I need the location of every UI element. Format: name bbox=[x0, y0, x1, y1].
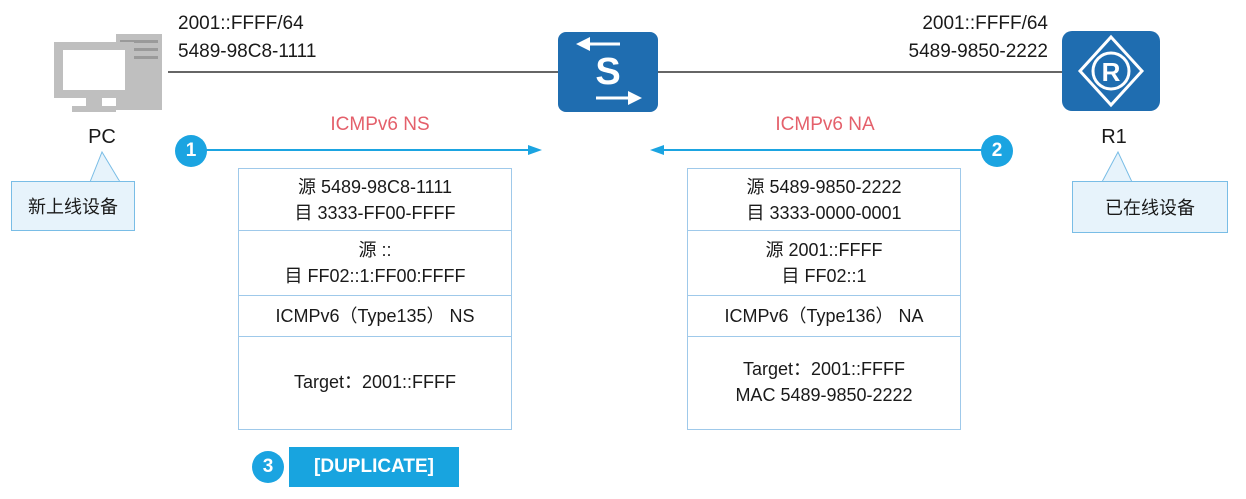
na-l3-dst: 目 FF02::1 bbox=[781, 266, 867, 286]
switch-glyph: S bbox=[595, 51, 620, 93]
na-arrow bbox=[650, 145, 983, 155]
na-l2-dst: 目 3333-0000-0001 bbox=[746, 202, 902, 223]
router-icon: R bbox=[1062, 31, 1160, 111]
na-icmp-header: ICMPv6（Type136） NA bbox=[688, 296, 960, 337]
router-glyph: R bbox=[1102, 57, 1121, 87]
na-mac: MAC 5489-9850-2222 bbox=[735, 385, 913, 405]
step-3-badge: 3 bbox=[252, 451, 284, 483]
ns-ethernet-header: 源 5489-98C8-1111 目 3333-FF00-FFFF bbox=[239, 169, 511, 231]
ns-l3-src: 源 :: bbox=[358, 240, 392, 260]
ns-packet: 源 5489-98C8-1111 目 3333-FF00-FFFF 源 :: 目… bbox=[238, 168, 512, 430]
ns-l2-dst: 目 3333-FF00-FFFF bbox=[294, 202, 456, 223]
pc-callout-pointer bbox=[89, 150, 121, 184]
pc-ipv6: 2001::FFFF/64 bbox=[178, 13, 304, 34]
ns-arrow bbox=[205, 145, 542, 155]
r1-address: 2001::FFFF/64 5489-9850-2222 bbox=[868, 10, 1048, 66]
step-2-badge: 2 bbox=[981, 135, 1013, 167]
r1-label: R1 bbox=[1101, 126, 1127, 148]
ns-l3-dst: 目 FF02::1:FF00:FFFF bbox=[284, 266, 466, 286]
pc-callout: 新上线设备 bbox=[11, 181, 135, 231]
pc-icon bbox=[50, 28, 168, 118]
na-target: Target：2001::FFFF bbox=[742, 359, 906, 379]
na-l3-src: 源 2001::FFFF bbox=[765, 240, 883, 260]
na-ethernet-header: 源 5489-9850-2222 目 3333-0000-0001 bbox=[688, 169, 960, 231]
r1-ipv6: 2001::FFFF/64 bbox=[922, 13, 1048, 34]
na-l2-src: 源 5489-9850-2222 bbox=[746, 176, 902, 197]
step-1-badge: 1 bbox=[175, 135, 207, 167]
ns-step-label: ICMPv6 NS bbox=[330, 114, 430, 135]
r1-mac: 5489-9850-2222 bbox=[908, 41, 1048, 62]
ns-icmp-type: ICMPv6（Type135） NS bbox=[275, 306, 475, 326]
pc-label: PC bbox=[88, 126, 116, 148]
duplicate-banner: [DUPLICATE] bbox=[289, 447, 459, 487]
ns-ipv6-header: 源 :: 目 FF02::1:FF00:FFFF bbox=[239, 231, 511, 296]
r1-callout: 已在线设备 bbox=[1072, 181, 1228, 233]
ns-payload: Target：2001::FFFF bbox=[239, 337, 511, 427]
ns-l2-src: 源 5489-98C8-1111 bbox=[297, 176, 453, 197]
na-step-label: ICMPv6 NA bbox=[775, 114, 875, 135]
na-payload: Target：2001::FFFF MAC 5489-9850-2222 bbox=[688, 337, 960, 427]
pc-address: 2001::FFFF/64 5489-98C8-1111 bbox=[178, 10, 316, 66]
ns-target: Target：2001::FFFF bbox=[293, 372, 457, 392]
pc-mac: 5489-98C8-1111 bbox=[178, 41, 317, 62]
switch-icon: S bbox=[558, 32, 658, 112]
r1-callout-pointer bbox=[1101, 150, 1133, 184]
ns-icmp-header: ICMPv6（Type135） NS bbox=[239, 296, 511, 337]
na-packet: 源 5489-9850-2222 目 3333-0000-0001 源 2001… bbox=[687, 168, 961, 430]
na-ipv6-header: 源 2001::FFFF 目 FF02::1 bbox=[688, 231, 960, 296]
na-icmp-type: ICMPv6（Type136） NA bbox=[724, 306, 924, 326]
